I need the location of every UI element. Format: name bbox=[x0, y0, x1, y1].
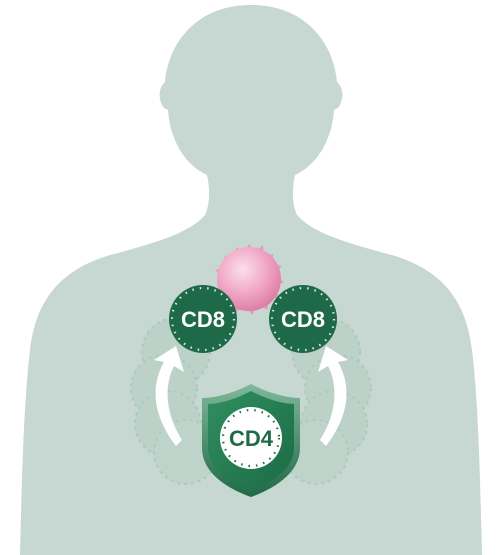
cd4-label: CD4 bbox=[229, 426, 274, 451]
cd8-right-label: CD8 bbox=[281, 307, 325, 332]
cd8-cell-right: CD8 bbox=[269, 285, 337, 353]
cd8-cell-left: CD8 bbox=[169, 285, 237, 353]
cd4-cell: CD4 bbox=[220, 407, 282, 469]
cd8-left-label: CD8 bbox=[181, 307, 225, 332]
